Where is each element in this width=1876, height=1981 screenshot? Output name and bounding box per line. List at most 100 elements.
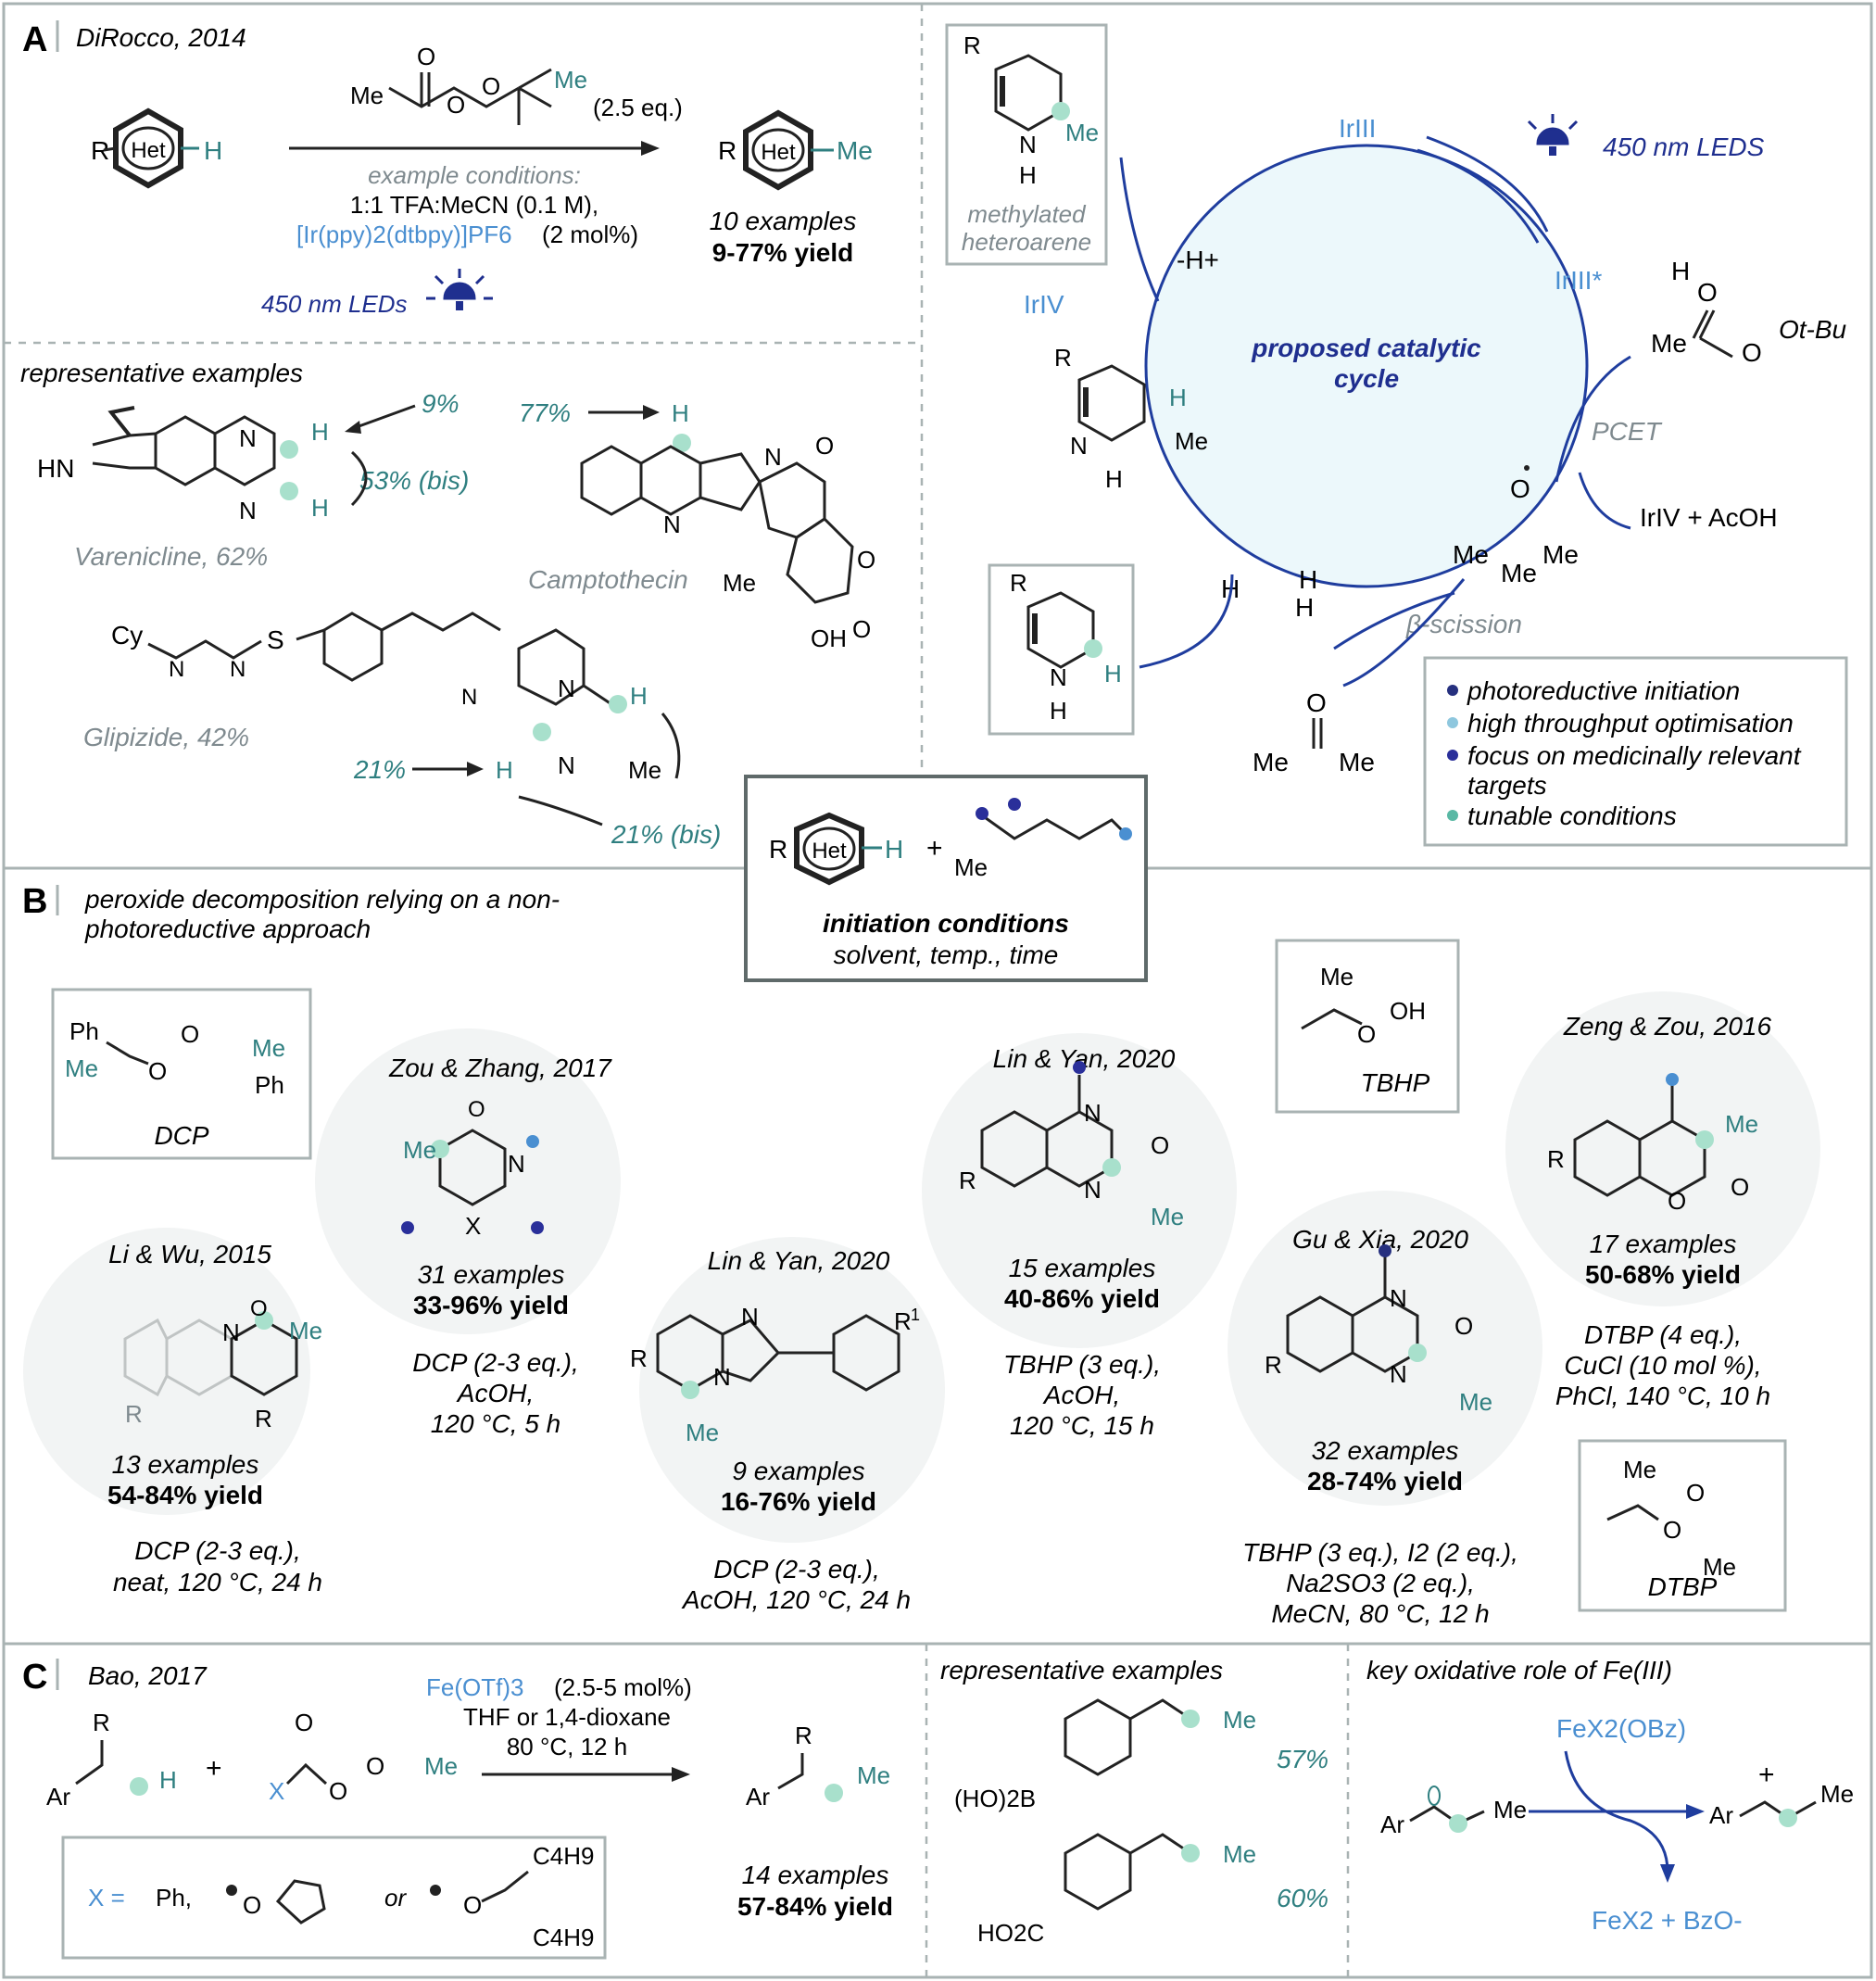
reactant-h: H: [204, 136, 222, 165]
fe-product: FeX2 + BzO-: [1592, 1906, 1743, 1935]
tbuo-o: O: [1510, 474, 1530, 503]
initiation-plus: +: [926, 833, 943, 864]
entry-2-r1: R: [894, 1307, 912, 1335]
entry-0-r-grey: R: [125, 1400, 143, 1428]
product-r: R: [718, 136, 737, 165]
entry-circles: [23, 991, 1820, 1543]
cycle-led-icon: [1527, 114, 1579, 156]
x-cyclopentyl-o: O: [243, 1891, 261, 1919]
panel-c: C Bao, 2017 R Ar H + O X O O Me Fe(OTf)3…: [22, 1656, 1854, 1960]
panel-a-yield: 9-77% yield: [712, 238, 854, 267]
tbhp-o: O: [1357, 1020, 1376, 1048]
rep1-me: Me: [1223, 1706, 1256, 1734]
entry-0-me: Me: [289, 1317, 322, 1344]
camptothecin-h: H: [672, 399, 689, 427]
glipizide-nr2: N: [558, 751, 575, 779]
methyl-radical-h3: H: [1295, 593, 1314, 622]
alkene-product-ar: Ar: [746, 1783, 770, 1811]
cycle-title-2: cycle: [1334, 364, 1399, 393]
entry-5-o1: O: [1668, 1187, 1686, 1215]
entry-3-n2: N: [1084, 1176, 1102, 1204]
entry-2-cond1: DCP (2-3 eq.),: [713, 1555, 879, 1584]
camptothecin-n2: N: [764, 443, 782, 471]
entry-2-r: R: [630, 1344, 648, 1372]
panel-c-reference: Bao, 2017: [88, 1661, 208, 1690]
dtbp-o2: O: [1686, 1479, 1705, 1507]
panel-c-key-heading: key oxidative role of Fe(III): [1366, 1656, 1672, 1684]
alkene-h: H: [159, 1766, 177, 1794]
varenicline-h1: H: [311, 418, 329, 446]
varenicline-pct-mono: 9%: [422, 389, 459, 418]
entry-5-o2: O: [1731, 1173, 1749, 1201]
entry-5-examples: 17 examples: [1590, 1230, 1737, 1258]
initiation-subtitle: solvent, temp., time: [834, 940, 1059, 969]
feature-bullet-icon: [1447, 685, 1458, 696]
radical-cation-me: Me: [1175, 427, 1208, 455]
initiation-r: R: [769, 835, 787, 864]
prot-peroxide-o: O: [1697, 278, 1718, 307]
entry-5-r: R: [1547, 1145, 1565, 1173]
cation-ar: Ar: [1709, 1801, 1733, 1829]
entry-0-cond1: DCP (2-3 eq.),: [134, 1536, 300, 1565]
panel-c-letter: C: [22, 1658, 47, 1697]
feature-bullet-icon: [1447, 717, 1458, 728]
entry-1-cond1: DCP (2-3 eq.),: [412, 1348, 578, 1377]
entry-5-cond1: DTBP (4 eq.),: [1584, 1320, 1742, 1349]
perester-x: X: [269, 1777, 284, 1805]
pyridinium-r: R: [1010, 569, 1027, 597]
glipizide-nr1: N: [558, 675, 575, 702]
varenicline-hn: HN: [37, 454, 74, 483]
catalytic-cycle: proposed catalytic cycle IrIII IrIII* Ir…: [945, 23, 1847, 776]
entry-2-cond2: AcOH, 120 °C, 24 h: [681, 1585, 911, 1614]
panel-c-rep-heading: representative examples: [940, 1656, 1223, 1684]
entry-1-me: Me: [403, 1136, 436, 1164]
radical-cation-n: N: [1070, 432, 1088, 460]
panel-c-yield: 57-84% yield: [737, 1892, 893, 1921]
varenicline-structure: [92, 406, 276, 486]
entry-1-o: O: [468, 1097, 485, 1122]
glipizide-h2: H: [496, 756, 513, 784]
perester-o: O: [295, 1709, 313, 1736]
glipizide-n3: N: [461, 685, 477, 710]
dcp-me2: Me: [252, 1034, 285, 1062]
product-heteroarene: Het R Me: [718, 109, 873, 191]
dcp-me1: Me: [65, 1054, 98, 1082]
entry-2-me: Me: [686, 1419, 719, 1446]
entry-0-examples: 13 examples: [112, 1450, 259, 1479]
methylated-pyridinium: [994, 54, 1063, 132]
x-c4h9-1: C4H9: [533, 1842, 594, 1870]
varenicline-n2: N: [239, 497, 257, 524]
panel-a-letter: A: [22, 20, 47, 59]
examples-heading: representative examples: [20, 359, 303, 387]
pyridinium-n: N: [1050, 663, 1067, 691]
camptothecin-me: Me: [723, 569, 756, 597]
cycle-ir4-right: IrIV + AcOH: [1640, 503, 1778, 532]
peroxide-o2: O: [482, 72, 500, 100]
entry-4-yield: 28-74% yield: [1307, 1467, 1463, 1495]
entry-4-cond3: MeCN, 80 °C, 12 h: [1271, 1599, 1489, 1628]
x-c4h9-2: C4H9: [533, 1924, 594, 1951]
entry-2-n1: N: [741, 1303, 759, 1331]
acetone-me1: Me: [1253, 748, 1289, 776]
prot-peroxide-me: Me: [1651, 329, 1687, 358]
entry-2-ref: Lin & Yan, 2020: [708, 1246, 890, 1275]
panel-b-desc-1: peroxide decomposition relying on a non-: [84, 885, 560, 914]
panel-c-temp: 80 °C, 12 h: [507, 1733, 627, 1760]
methylated-label-2: heteroarene: [962, 228, 1091, 256]
methylated-label-1: methylated: [967, 200, 1087, 228]
tbuo-me1: Me: [1453, 540, 1489, 569]
entry-1-ref: Zou & Zhang, 2017: [388, 1054, 612, 1082]
feature-item-0: photoreductive initiation: [1467, 676, 1740, 705]
camptothecin-label: Camptothecin: [528, 565, 688, 594]
dcp-ph1: Ph: [69, 1017, 99, 1045]
entry-1-cond2: AcOH,: [456, 1379, 534, 1407]
panel-b: B peroxide decomposition relying on a no…: [22, 882, 1820, 1628]
pyridinium-nh: H: [1050, 697, 1067, 725]
entry-0-yield: 54-84% yield: [107, 1481, 263, 1509]
rep2-sub: HO2C: [977, 1919, 1044, 1947]
peroxide-me-left: Me: [350, 82, 384, 109]
rep2-pct: 60%: [1277, 1884, 1328, 1912]
cycle-ir4-left: IrIV: [1024, 290, 1064, 319]
camptothecin-oh: OH: [811, 625, 847, 652]
entry-1-x: X: [465, 1212, 481, 1240]
